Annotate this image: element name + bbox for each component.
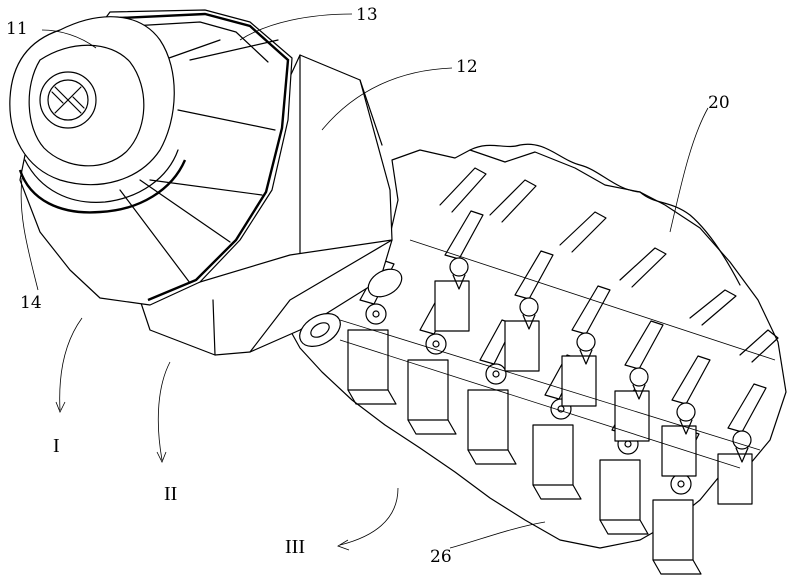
clamp-unit	[347, 259, 397, 405]
clamp-unit	[717, 383, 767, 505]
label-12: 12	[456, 57, 478, 77]
leader-line-20	[669, 107, 709, 233]
direction-label-ii: II	[164, 483, 177, 505]
direction-label-iii: III	[285, 536, 305, 558]
label-13: 13	[356, 5, 378, 25]
leader-lines	[20, 13, 709, 549]
direction-arrows	[55, 317, 399, 551]
direction-label-i: I	[53, 435, 60, 457]
leader-line-11	[41, 29, 97, 49]
leader-line-14	[20, 177, 39, 291]
clamp-unit	[434, 210, 484, 332]
clamp-unit	[504, 250, 554, 372]
arrow-iii	[339, 487, 399, 546]
head-cap	[9, 16, 187, 214]
leader-line-13	[239, 13, 353, 41]
clamp-unit	[532, 354, 582, 500]
clamp-unit	[614, 320, 664, 442]
motor-housing	[139, 54, 403, 356]
leader-line-12	[321, 67, 453, 131]
label-20: 20	[708, 93, 730, 113]
label-14: 14	[20, 293, 42, 313]
clamp-unit	[661, 355, 711, 477]
label-11: 11	[6, 19, 28, 39]
clamp-unit	[599, 389, 649, 535]
clamp-unit	[407, 289, 457, 435]
arrow-ii	[157, 361, 171, 461]
clamp-unit	[652, 429, 702, 575]
arrow-i	[59, 317, 83, 411]
clamp-array	[339, 167, 779, 575]
leader-line-26	[449, 521, 546, 549]
label-26: 26	[430, 547, 452, 567]
